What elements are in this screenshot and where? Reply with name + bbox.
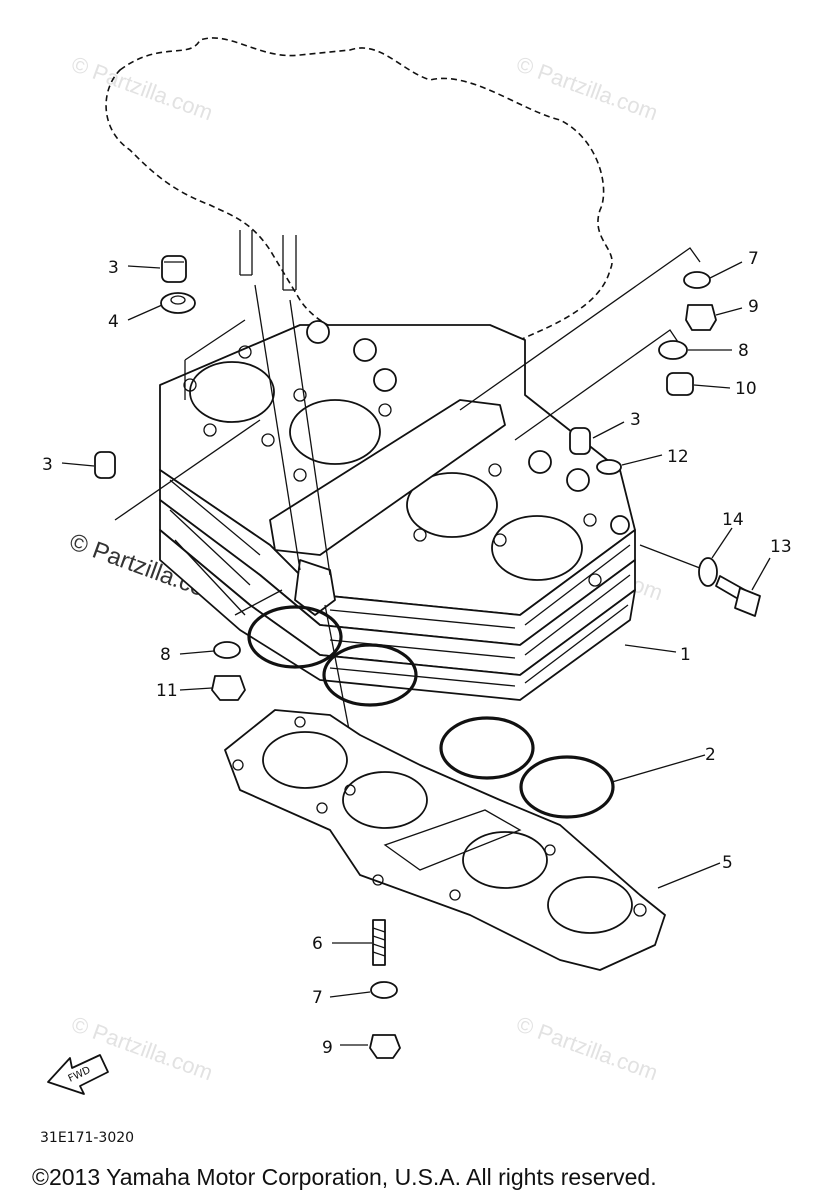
- crankcase-stud-right: [282, 235, 297, 291]
- assembly-line: [459, 247, 701, 411]
- callout-label: 8: [738, 341, 749, 361]
- washer-14: [698, 557, 718, 587]
- assembly-line: [184, 319, 246, 400]
- crankcase-stud-left: [239, 230, 253, 276]
- callout-label: 7: [312, 988, 323, 1008]
- bolt-13: [715, 575, 761, 617]
- callout-label: 2: [705, 745, 716, 765]
- callout-label: 14: [722, 510, 744, 530]
- assembly-line: [234, 589, 283, 616]
- callout-label: 5: [722, 853, 733, 873]
- callout-label: 13: [770, 537, 792, 557]
- callout-label: 1: [680, 645, 691, 665]
- callout-label: 9: [322, 1038, 333, 1058]
- assembly-line: [114, 419, 261, 521]
- washer-12: [596, 459, 622, 475]
- crankcase-outline: [105, 37, 613, 353]
- cylinder-block: [159, 320, 636, 701]
- assembly-line: [514, 329, 679, 441]
- callout-label: 11: [156, 681, 178, 701]
- o-ring-washer: [160, 292, 196, 314]
- nut-9-top: [685, 304, 717, 331]
- head-gasket: [224, 709, 666, 971]
- stud-6: [372, 919, 386, 966]
- nut-11: [211, 675, 246, 701]
- dowel-pin-top: [161, 255, 187, 283]
- callout-label: 3: [108, 258, 119, 278]
- fwd-arrow-icon: FWD: [47, 1054, 109, 1095]
- callout-label: 3: [42, 455, 53, 475]
- callout-label: 7: [748, 249, 759, 269]
- callout-label: 9: [748, 297, 759, 317]
- copyright-text: ©2013 Yamaha Motor Corporation, U.S.A. A…: [32, 1164, 657, 1190]
- o-rings: [247, 605, 615, 819]
- nut-9-bottom: [369, 1034, 401, 1059]
- washer-8-left: [213, 641, 241, 659]
- dowel-pin-right: [569, 427, 591, 455]
- nut-10: [666, 372, 694, 396]
- assembly-line: [254, 284, 301, 571]
- watermark: © Partzilla.com: [68, 51, 216, 125]
- callout-label: 3: [630, 410, 641, 430]
- callout-label: 12: [667, 447, 689, 467]
- watermark: © Partzilla.com: [513, 51, 661, 125]
- dowel-pin-left: [94, 451, 116, 479]
- assembly-line: [289, 299, 331, 576]
- drawing-code: 31E171-3020: [40, 1130, 134, 1146]
- assembly-line: [639, 544, 706, 571]
- washer-7-bottom: [370, 981, 398, 999]
- callout-label: 8: [160, 645, 171, 665]
- washer-8-right: [658, 340, 688, 360]
- washer-7-top: [683, 271, 711, 289]
- callout-leaders: [61, 261, 771, 1046]
- callout-label: 10: [735, 379, 757, 399]
- callout-label: 4: [108, 312, 119, 332]
- watermark: © Partzilla.com: [513, 1011, 661, 1085]
- callout-label: 6: [312, 934, 323, 954]
